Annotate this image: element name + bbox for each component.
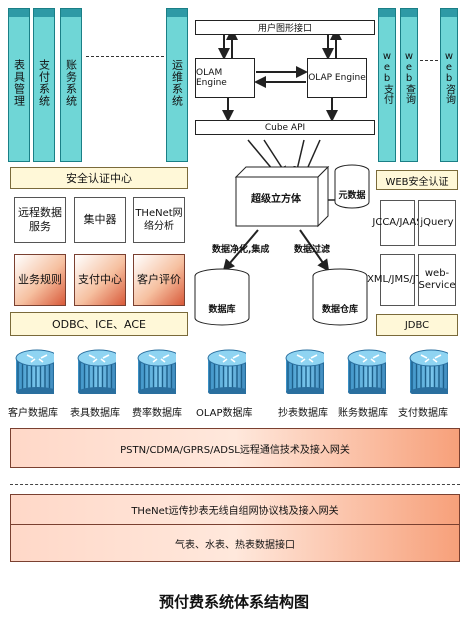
database-label: 客户数据库 [8,408,58,419]
odbc-layer: ODBC、ICE、ACE [10,312,188,336]
jquery: jQuery [418,200,456,246]
metadata-cylinder [334,164,370,209]
column-meter-management: 表具管理 [8,8,30,162]
database-cylinder [194,268,250,326]
cube-api-bar: Cube API [195,120,375,135]
web-service: web-Service [418,254,456,306]
database-label: 数据库 [208,305,236,315]
database-label: OLAP数据库 [196,408,253,419]
thenet-analysis: THeNet网络分析 [133,197,185,243]
database-router-icon [77,349,116,394]
xml-jms-jta: XML/JMS/JTA [367,254,428,306]
dashed-connector [86,56,164,57]
database-router-icon [137,349,176,394]
web-security: WEB安全认证 [376,170,458,190]
remote-data-service: 远程数据服务 [14,197,66,243]
olap-engine: OLAP Engine [307,58,367,98]
database-router-icon [285,349,324,394]
database-router-icon [409,349,448,394]
customer-evaluation: 客户评价 [133,254,185,306]
thenet-gateway-bar: THeNet远传抄表无线自组网协议栈及接入网关 [10,494,460,524]
database-label: 账务数据库 [338,408,388,419]
jdbc: JDBC [376,314,458,336]
column-billing-system: 账务系统 [60,8,82,162]
jcca-jaas: JCCA/JAAS [372,200,423,246]
concentrator: 集中器 [74,197,126,243]
filter-label: 数据过滤 [294,245,331,255]
separator-dashed [10,484,460,485]
database-router-icon [207,349,246,394]
warehouse-cylinder [312,268,368,326]
core-connectors [218,28,342,272]
database-label: 费率数据库 [132,408,182,419]
database-label: 表具数据库 [70,408,120,419]
dashed-connector-right [420,60,438,61]
database-label: 支付数据库 [398,408,448,419]
database-router-icon [347,349,386,394]
gui-bar: 用户图形接口 [195,20,375,35]
business-rules: 业务规则 [14,254,66,306]
pstn-gateway-bar: PSTN/CDMA/GPRS/ADSL远程通信技术及接入网关 [10,428,460,468]
column-web-query: web查询 [400,8,418,162]
column-web-payment: web支付 [378,8,396,162]
column-payment-system: 支付系统 [33,8,55,162]
olam-engine: OLAM Engine [195,58,255,98]
meter-interface-bar: 气表、水表、热表数据接口 [10,524,460,562]
clean-integrate-label: 数据净化,集成 [212,245,270,255]
database-label: 抄表数据库 [278,408,328,419]
diagram-caption: 预付费系统体系结构图 [158,593,309,611]
column-ops-system: 运维系统 [166,8,188,162]
security-center: 安全认证中心 [10,167,188,189]
payment-center: 支付中心 [74,254,126,306]
warehouse-label: 数据仓库 [321,305,358,315]
metadata-label: 元数据 [338,191,366,201]
column-web-consult: web咨询 [440,8,458,162]
hypercube-label: 超级立方体 [251,194,301,205]
database-router-icon [15,349,54,394]
hypercube-shape [234,166,330,228]
